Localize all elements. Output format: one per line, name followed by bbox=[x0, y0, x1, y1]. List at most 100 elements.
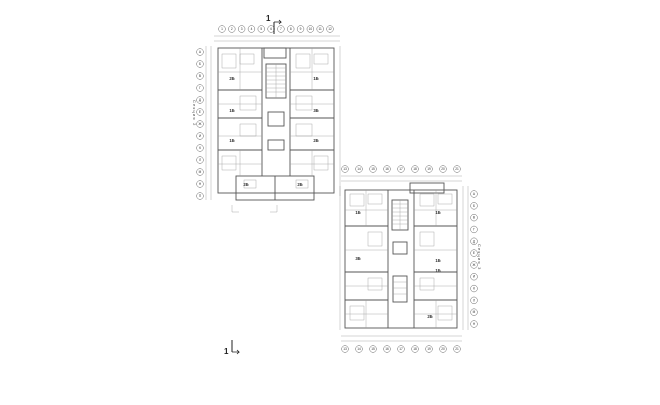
axis-bubble bbox=[196, 48, 204, 56]
axis-label: 19 bbox=[427, 167, 431, 171]
section-3-outer-walls bbox=[344, 182, 458, 329]
axis-bubble bbox=[470, 308, 478, 316]
axis-label: 18 bbox=[413, 347, 417, 351]
axis-bubble bbox=[470, 261, 478, 269]
axis-label: 2 bbox=[231, 27, 233, 31]
axis-bubble bbox=[439, 345, 447, 353]
axis-label: Н bbox=[473, 322, 476, 326]
axis-label: Б bbox=[473, 204, 475, 208]
axis-label: И bbox=[199, 134, 202, 138]
section-3-stair-treads bbox=[392, 200, 408, 295]
section-3-partitions bbox=[345, 190, 457, 328]
axis-label: 18 bbox=[413, 167, 417, 171]
apartment-type-label: 2Б bbox=[243, 182, 248, 187]
apartment-type-label: 1Б bbox=[229, 138, 234, 143]
axis-bubble bbox=[277, 25, 285, 33]
axis-label: К bbox=[199, 146, 201, 150]
axis-bubble bbox=[470, 225, 478, 234]
axis-label: 21 bbox=[455, 347, 459, 351]
axis-bubble bbox=[470, 320, 478, 328]
apartment-type-label: 2Б bbox=[229, 76, 234, 81]
axis-bubble bbox=[470, 249, 478, 257]
section-3-vertical-label: Секция 3 bbox=[477, 244, 482, 271]
axis-label: 19 bbox=[427, 347, 431, 351]
axis-bubble bbox=[411, 165, 419, 173]
axis-label: Л bbox=[199, 158, 201, 162]
axis-label: 5 bbox=[260, 27, 262, 31]
section-cut-arrow-icon bbox=[274, 19, 282, 25]
axis-label: 17 bbox=[399, 167, 403, 171]
axis-bubble bbox=[196, 72, 204, 80]
axis-label: Г bbox=[473, 227, 475, 231]
axis-label: М bbox=[199, 170, 202, 174]
axis-bubble bbox=[196, 84, 204, 92]
axis-bubble bbox=[196, 180, 204, 188]
axis-label: 6 bbox=[270, 27, 272, 31]
axis-label: А bbox=[473, 192, 476, 196]
axis-bubble bbox=[218, 25, 226, 33]
axis-bubble bbox=[411, 345, 419, 353]
axis-label: 9 bbox=[300, 27, 302, 31]
axis-label: 13 bbox=[343, 167, 347, 171]
section-2-stair-treads bbox=[266, 64, 286, 98]
axis-label: 17 bbox=[399, 347, 403, 351]
section-2-details bbox=[218, 48, 334, 189]
apartment-type-label: 2Б bbox=[297, 182, 302, 187]
axis-label: Е bbox=[199, 110, 201, 114]
apartment-type-label: 1Б bbox=[435, 210, 440, 215]
axis-bubble bbox=[257, 25, 265, 33]
section-2-vertical-label: Секция 2 bbox=[192, 100, 197, 127]
axis-label: 4 bbox=[251, 27, 253, 31]
axis-bubble bbox=[355, 165, 363, 173]
section-cut-label-bottom: 1 bbox=[224, 347, 229, 356]
axis-bubble bbox=[453, 165, 461, 173]
section-3-outline bbox=[344, 189, 458, 329]
axis-label: К bbox=[473, 287, 475, 291]
axis-bubble bbox=[316, 25, 324, 33]
apartment-type-label: 1Б bbox=[355, 210, 360, 215]
axis-label: П bbox=[199, 194, 202, 198]
axis-label: А bbox=[199, 50, 202, 54]
section-2-top-notch bbox=[263, 47, 287, 59]
axis-bubble bbox=[296, 25, 305, 33]
axis-label: Г bbox=[199, 86, 201, 90]
axis-label: 7 bbox=[280, 27, 282, 31]
axis-bubble bbox=[228, 25, 236, 33]
axis-label: 15 bbox=[371, 347, 375, 351]
axis-label: Н bbox=[199, 182, 202, 186]
axis-label: 16 bbox=[385, 347, 389, 351]
axis-bubble bbox=[383, 165, 391, 173]
section-cut-arrow-icon bbox=[232, 349, 240, 355]
section-cut-top: 1 bbox=[266, 14, 282, 34]
axis-bubble bbox=[341, 165, 349, 173]
axis-bubble bbox=[196, 120, 204, 128]
axis-bubble bbox=[196, 96, 204, 104]
apartment-type-label: 1Б bbox=[313, 76, 318, 81]
axis-label: 10 bbox=[309, 27, 313, 31]
axis-bubble bbox=[247, 25, 256, 33]
axis-bubble bbox=[383, 345, 391, 353]
axis-label: Ж bbox=[199, 122, 202, 126]
axis-label: М bbox=[473, 310, 476, 314]
section-3-details bbox=[345, 190, 457, 328]
axis-bubble bbox=[341, 345, 349, 353]
axis-bubble bbox=[470, 237, 478, 245]
section-3-lift bbox=[392, 241, 408, 255]
axis-label: И bbox=[473, 275, 476, 279]
axis-label: Ж bbox=[473, 263, 476, 267]
axis-label: 12 bbox=[328, 27, 332, 31]
axis-bubble bbox=[425, 165, 433, 173]
axis-label: Е bbox=[473, 251, 475, 255]
axis-label: 15 bbox=[371, 167, 375, 171]
axis-bubble bbox=[439, 165, 447, 173]
axis-label: 20 bbox=[441, 347, 445, 351]
axis-label: 13 bbox=[343, 347, 347, 351]
axis-bubble bbox=[470, 190, 478, 198]
axis-label: Л bbox=[473, 298, 475, 302]
